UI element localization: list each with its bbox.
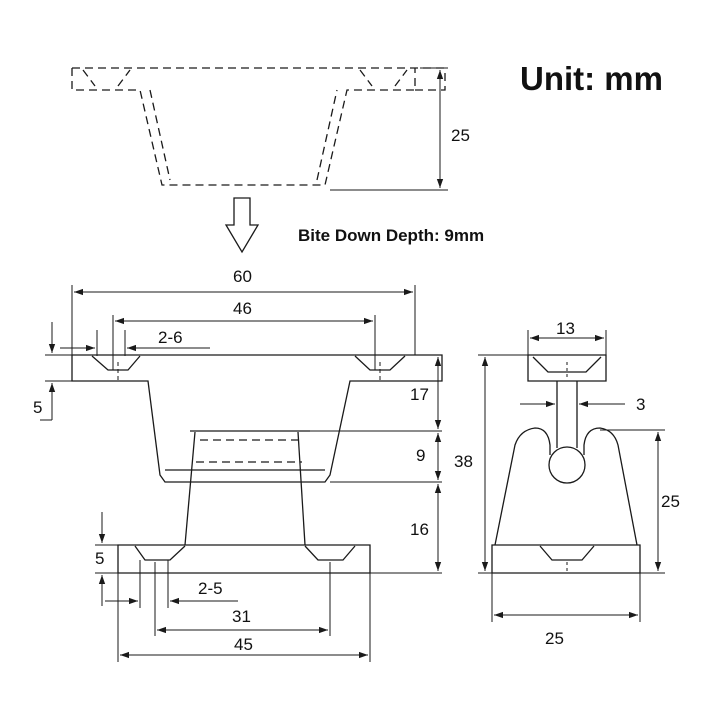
side-view-outline [491,354,641,574]
dim-top-hole-spacing [112,315,376,370]
dim-5-top-label: 5 [33,398,42,417]
dim-5-bottom-label: 5 [95,549,104,568]
dim-16-label: 16 [410,520,429,539]
dim-25-base-label: 25 [545,629,564,648]
dim-25-side-label: 25 [661,492,680,511]
down-arrow-icon [224,197,260,254]
dim-side-body-height [600,429,665,574]
dim-base-thickness [95,512,118,606]
dim-2-5-label: 2-5 [198,579,223,598]
dim-9-label: 9 [416,446,425,465]
top-view-outline [71,67,446,186]
dim-13-label: 13 [556,319,575,338]
dim-side-total-height [478,354,528,574]
dim-top-holes [60,330,210,356]
dim-side-top-width [527,330,607,355]
dim-flange-thickness [40,322,72,421]
dim-2-6-label: 2-6 [158,328,183,347]
dim-38-label: 38 [454,452,473,471]
dim-right-stack [310,357,442,574]
top-height-label: 25 [451,126,470,145]
dim-45-label: 45 [234,635,253,654]
dim-bottom-holes [105,560,238,608]
dim-31-label: 31 [232,607,251,626]
dim-46-label: 46 [233,299,252,318]
unit-label: Unit: mm [520,60,663,97]
dim-60-label: 60 [233,267,252,286]
bite-down-label: Bite Down Depth: 9mm [298,226,484,245]
dim-bottom-hole-spacing [154,562,331,636]
dim-base-width [117,573,371,662]
front-view-outline [71,354,443,574]
dim-3-label: 3 [636,395,645,414]
dim-17-label: 17 [410,385,429,404]
top-view-height-dimension [330,67,448,191]
dim-side-base-width [491,573,641,622]
dim-overall-width [71,285,416,355]
